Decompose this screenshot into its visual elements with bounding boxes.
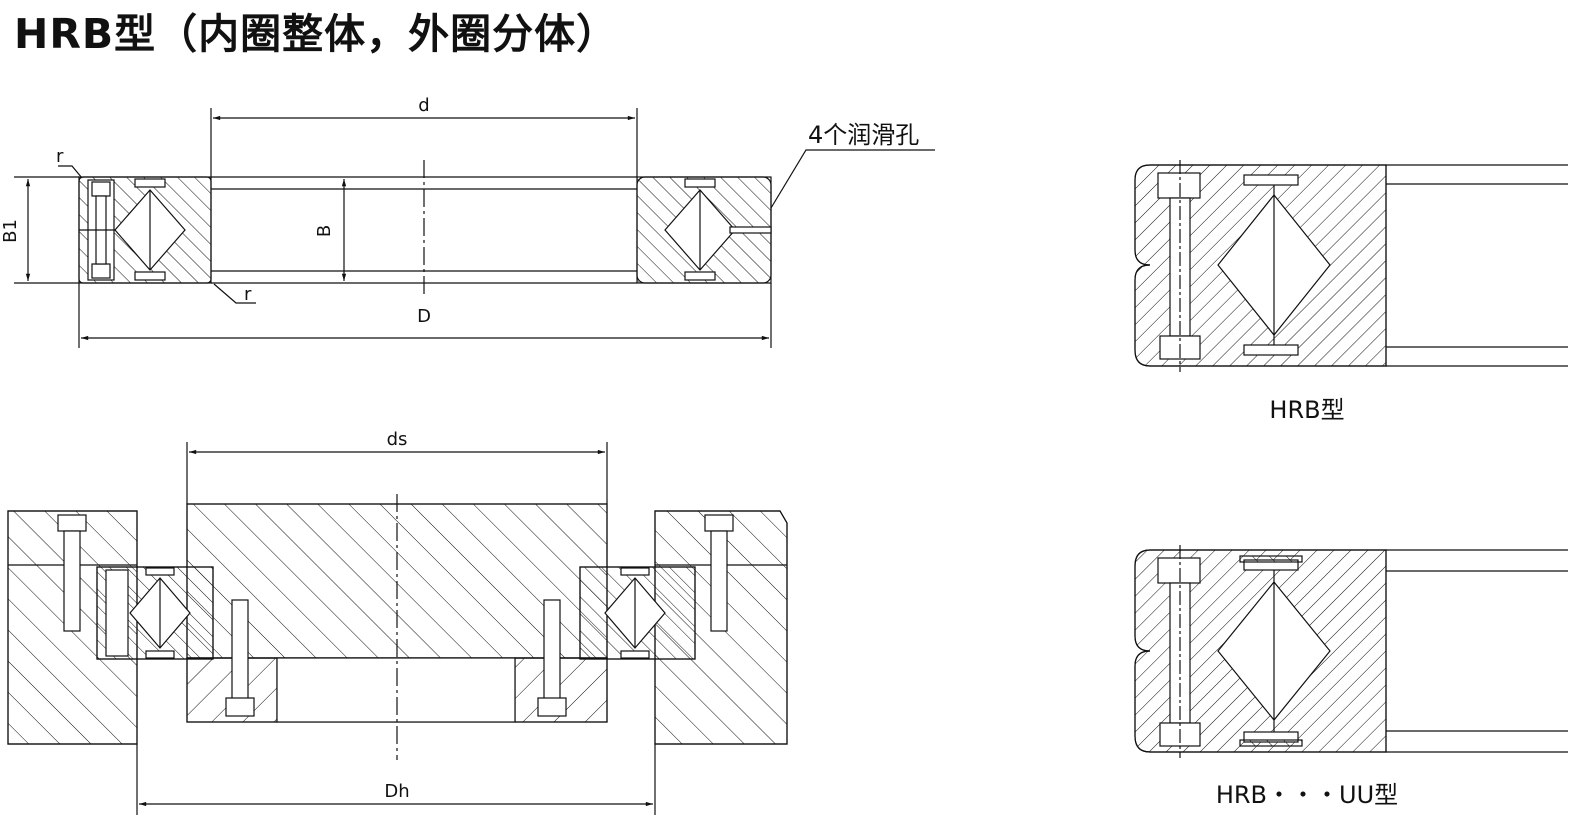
right-bearing-section bbox=[636, 176, 772, 284]
right-bearing-mounted bbox=[579, 566, 696, 660]
dim-label-D: D bbox=[417, 306, 431, 327]
lube-hole-label: 4个润滑孔 bbox=[808, 121, 919, 149]
figure-caption-hrb: HRB型 bbox=[1269, 396, 1344, 424]
dim-label-ds: ds bbox=[387, 429, 408, 450]
dim-label-B1: B1 bbox=[0, 219, 21, 243]
left-bearing-mounted bbox=[96, 566, 214, 660]
dim-label-r-top: r bbox=[56, 146, 64, 167]
figure-hrb bbox=[1134, 160, 1568, 372]
dim-label-r-bottom: r bbox=[244, 284, 252, 305]
left-bearing-section bbox=[78, 176, 212, 284]
dim-label-Dh: Dh bbox=[384, 781, 409, 802]
figure-hrb-uu bbox=[1134, 545, 1568, 758]
figure-main-section bbox=[14, 108, 935, 348]
dim-label-B: B bbox=[314, 225, 335, 237]
dim-label-d: d bbox=[418, 95, 429, 116]
figure-caption-hrb-uu: HRB・・・UU型 bbox=[1216, 781, 1398, 809]
figure-mounting-example bbox=[7, 442, 788, 815]
page-title: HRB型（内圈整体，外圈分体） bbox=[14, 10, 619, 58]
